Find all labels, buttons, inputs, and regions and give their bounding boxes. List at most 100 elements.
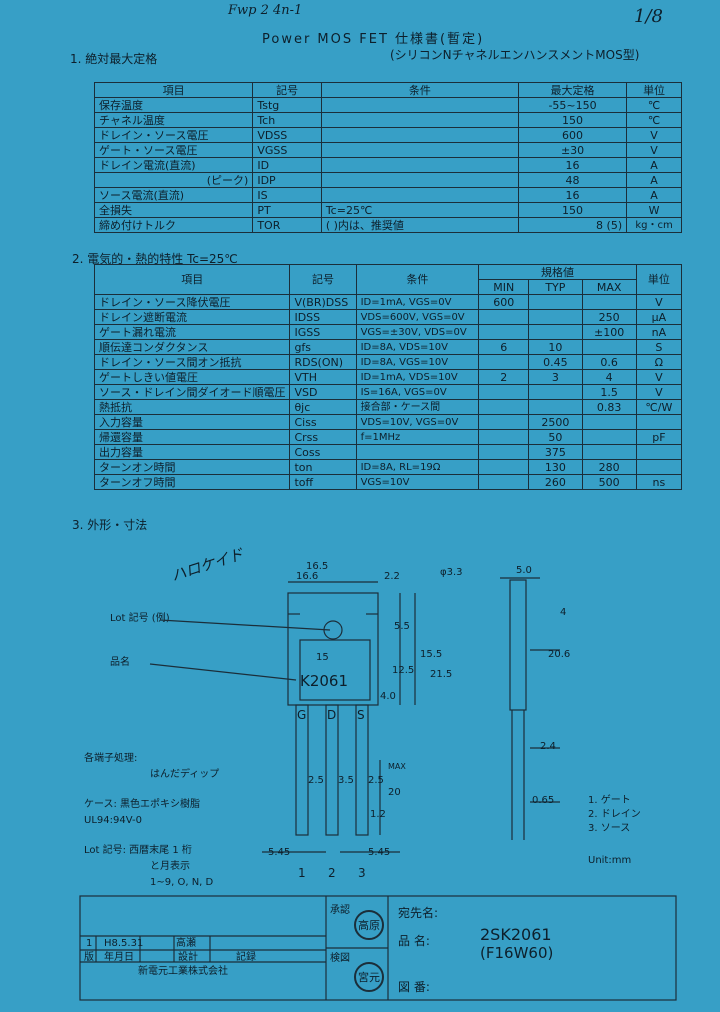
doc-title: Power MOS FET 仕様書(暫定) <box>262 32 485 47</box>
cell: ドレイン・ソース降伏電圧 <box>93 294 291 310</box>
dimension-label: 0.65 <box>532 795 555 806</box>
cell: ドレイン・ソース電圧 <box>93 127 254 143</box>
dimension-label: 5.45 <box>368 847 391 858</box>
cell: gfs <box>289 339 357 355</box>
terminal-process-title: 各端子処理: <box>84 753 138 764</box>
lot-code-title: Lot 記号: 西暦末尾 1 桁 <box>84 845 192 856</box>
cell: VDSS <box>252 127 322 143</box>
cell: 8 (5) <box>517 217 628 233</box>
terminal-process: はんだディップ <box>150 769 220 780</box>
pin-number: 2 <box>328 866 336 880</box>
cell: toff <box>289 474 357 490</box>
section2-title: 2. 電気的・熱的特性 Tc=25℃ <box>72 252 238 266</box>
col-header: MAX <box>581 279 637 295</box>
col-header: 条件 <box>320 82 519 98</box>
pin-label: S <box>357 708 365 722</box>
lot-code-line: と月表示 <box>150 861 190 872</box>
dimension-label: 16.5 <box>306 561 329 572</box>
pin-number: 1 <box>298 866 306 880</box>
lot-code-line: 1~9, O, N, D <box>150 877 214 888</box>
cell: ドレイン・ソース間オン抵抗 <box>93 354 291 370</box>
electrical-characteristics-table: 項目 記号 条件 規格値 単位 MIN TYP MAX ドレイン・ソース降伏電圧… <box>93 264 683 490</box>
cell: VGS=10V <box>355 474 480 490</box>
cell: kg・cm <box>626 217 682 233</box>
dimension-label: 21.5 <box>430 669 453 680</box>
cell: 2500 <box>528 414 583 430</box>
destination-label: 宛先名: <box>398 906 439 920</box>
col-header: 単位 <box>635 264 683 295</box>
cell: ±100 <box>581 324 637 340</box>
dimension-label: 2.2 <box>384 571 400 582</box>
pin-label: G <box>297 708 307 722</box>
sign-header: 版 <box>84 952 94 963</box>
check-label: 検図 <box>330 953 350 964</box>
cell: V(BR)DSS <box>289 294 357 310</box>
cell: 150 <box>517 202 628 218</box>
part-marking: K2061 <box>300 672 349 690</box>
handwritten-note: Fwp 2 4n-1 <box>228 3 303 18</box>
dimension-label: 20 <box>388 787 401 798</box>
dimension-label: 2.5 <box>308 775 324 786</box>
dimension-label: 2.4 <box>540 741 556 752</box>
cell: VSD <box>289 384 357 400</box>
cell: 260 <box>528 474 583 490</box>
lot-label: Lot 記号 (例) <box>110 613 170 624</box>
stamp-text: 宮元 <box>358 971 380 984</box>
section3-title: 3. 外形・寸法 <box>72 518 148 532</box>
dimension-label: 15.5 <box>420 649 443 660</box>
dimension-label: 12.5 <box>392 665 415 676</box>
page-number: 1/8 <box>634 6 663 27</box>
pin-legend: 2. ドレイン <box>588 809 641 820</box>
dimension-label: MAX <box>388 762 406 771</box>
pin-legend: 1. ゲート <box>588 795 631 806</box>
cell: ton <box>289 459 357 475</box>
revision-cell: H8.5.31 <box>104 938 144 949</box>
dimension-label: 2.5 <box>368 775 384 786</box>
cell: ( )内は、推奨値 <box>320 217 519 233</box>
dimension-label: 5.45 <box>268 847 291 858</box>
cell: TOR <box>252 217 322 233</box>
cell: PT <box>252 202 322 218</box>
revision-cell: 1 <box>86 938 93 949</box>
revision-cell: 高瀬 <box>176 938 196 949</box>
cell: RDS(ON) <box>289 354 357 370</box>
unit-label: Unit:mm <box>588 855 632 866</box>
product-sub: (F16W60) <box>480 944 554 962</box>
sign-header: 設計 <box>178 952 198 963</box>
cell: 出力容量 <box>93 444 291 460</box>
cell: ℃/W <box>635 399 683 415</box>
dimension-label: φ3.3 <box>440 567 463 578</box>
cell: (ピーク) <box>93 172 254 188</box>
case-spec: UL94:94V-0 <box>84 815 142 826</box>
pin-label: D <box>327 708 337 722</box>
cell: ドレイン電流(直流) <box>93 157 254 173</box>
section1-title: 1. 絶対最大定格 <box>70 52 158 66</box>
dimension-label: 4 <box>560 607 567 618</box>
cell: ターンオフ時間 <box>93 474 291 490</box>
case-title: ケース: 黒色エポキシ樹脂 <box>84 799 201 810</box>
cell: pF <box>635 429 683 445</box>
cell: 500 <box>581 474 637 490</box>
cell: 全損失 <box>93 202 254 218</box>
dimension-label: 20.6 <box>548 649 571 660</box>
cell: VTH <box>289 369 357 385</box>
dimension-label: 1.2 <box>370 809 386 820</box>
pin-legend: 3. ソース <box>588 823 631 834</box>
cell: 締め付けトルク <box>93 217 254 233</box>
stamp-text: 高原 <box>358 919 380 932</box>
col-header: 記号 <box>289 264 357 295</box>
